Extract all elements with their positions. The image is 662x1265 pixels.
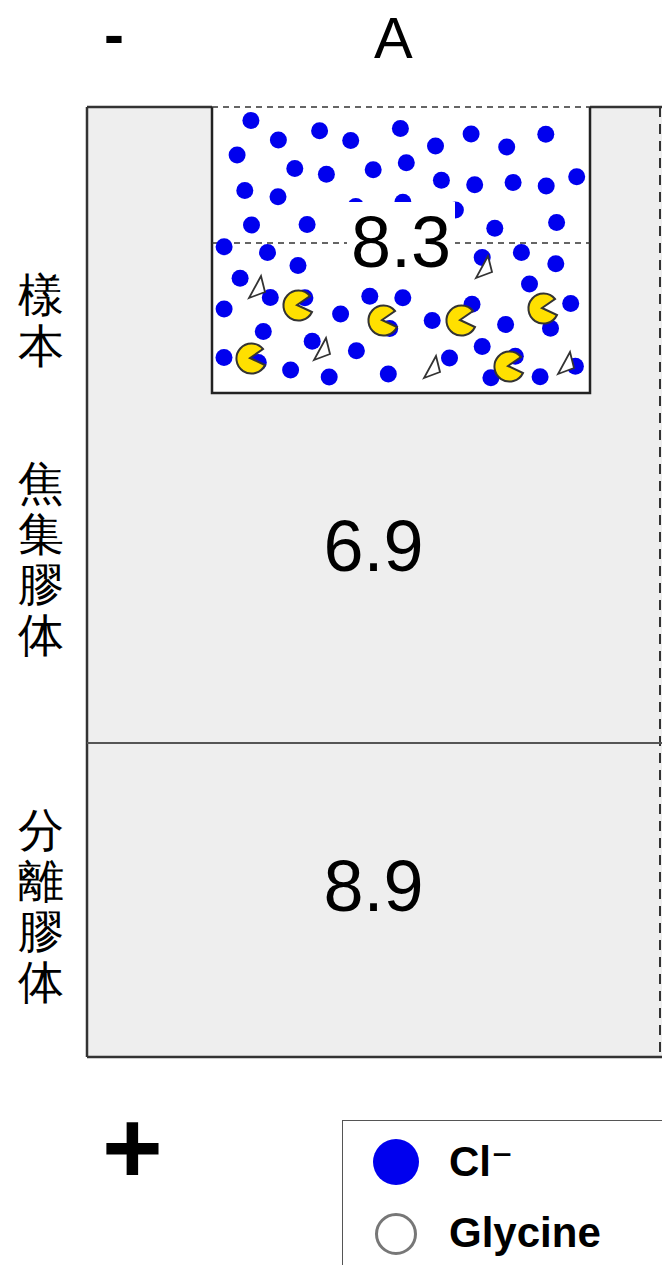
chloride-ion bbox=[513, 244, 530, 261]
gel-region: 6.9 bbox=[87, 393, 660, 743]
chloride-ion bbox=[259, 244, 276, 261]
chloride-ion bbox=[318, 166, 335, 183]
chloride-ion bbox=[236, 182, 253, 199]
gel-edge bbox=[87, 106, 212, 109]
chloride-ion bbox=[365, 161, 382, 178]
protein bbox=[249, 276, 265, 298]
chloride-ion bbox=[392, 120, 409, 137]
chloride-ion bbox=[474, 338, 491, 355]
buffer-line bbox=[212, 106, 590, 108]
chloride-ion bbox=[505, 174, 522, 191]
chloride-ion bbox=[547, 255, 564, 272]
chloride-ion bbox=[394, 289, 411, 306]
sample-well bbox=[212, 107, 590, 393]
ph-value: 8.9 bbox=[319, 846, 427, 926]
chloride-ion bbox=[255, 323, 272, 340]
gel-edge bbox=[659, 107, 661, 1057]
chloride-ion bbox=[380, 366, 397, 383]
protein bbox=[314, 338, 330, 360]
protein bbox=[476, 256, 492, 278]
chloride-ion bbox=[299, 216, 316, 233]
chloride-ion bbox=[270, 132, 287, 149]
chloride-ion bbox=[441, 349, 458, 366]
chloride-ion bbox=[521, 275, 538, 292]
chloride-ion bbox=[433, 172, 450, 189]
panel-letter: A bbox=[374, 6, 413, 70]
chloride-ion bbox=[243, 217, 260, 234]
gel-boundary bbox=[87, 742, 662, 744]
chloride-ion bbox=[321, 369, 338, 386]
protein bbox=[236, 344, 265, 374]
chloride-ion bbox=[216, 238, 233, 255]
chloride-ion bbox=[270, 188, 287, 205]
chloride-ion bbox=[332, 306, 349, 323]
chloride-ion bbox=[562, 295, 579, 312]
legend-text: Cl⁻ bbox=[449, 1137, 513, 1186]
chloride-ion bbox=[304, 333, 321, 350]
chloride-ions bbox=[216, 112, 586, 386]
chloride-ion bbox=[311, 122, 328, 139]
chloride-ion bbox=[537, 126, 554, 143]
gel-edge bbox=[590, 106, 662, 109]
protein bbox=[368, 306, 397, 336]
chloride-ion bbox=[532, 368, 549, 385]
gel-body bbox=[87, 107, 662, 1057]
chloride-ion bbox=[568, 168, 585, 185]
polarity-sign: - bbox=[104, 2, 124, 68]
legend-box: Cl⁻ Glycine bbox=[342, 1120, 662, 1265]
protein bbox=[494, 352, 523, 382]
legend-symbol bbox=[375, 1213, 417, 1255]
well-wall bbox=[212, 107, 590, 393]
chloride-ion bbox=[232, 270, 249, 287]
chloride-ion bbox=[498, 138, 515, 155]
chloride-ion bbox=[282, 361, 299, 378]
chloride-ion bbox=[424, 312, 441, 329]
ph-value: 8.3 bbox=[347, 202, 455, 282]
protein bbox=[558, 352, 574, 374]
gel-edge bbox=[86, 107, 89, 1057]
polarity-sign: + bbox=[102, 1090, 163, 1204]
chloride-ion bbox=[486, 220, 503, 237]
section-label: 分離膠体 bbox=[18, 805, 64, 1007]
section-label: 樣本 bbox=[18, 270, 64, 371]
protein bbox=[528, 294, 557, 324]
protein bbox=[424, 356, 440, 378]
legend-swatch bbox=[373, 1139, 419, 1185]
chloride-ion bbox=[242, 112, 259, 129]
chloride-ion bbox=[463, 125, 480, 142]
ph-value-row: 8.3 bbox=[212, 201, 590, 283]
ph-value-row: 8.9 bbox=[87, 845, 660, 927]
legend-text: Glycine bbox=[449, 1209, 601, 1257]
legend-row: Cl⁻ bbox=[343, 1131, 662, 1191]
section-label: 焦集膠体 bbox=[18, 458, 64, 660]
gel-edge bbox=[87, 1056, 662, 1059]
chloride-ion bbox=[497, 316, 514, 333]
chloride-ion bbox=[538, 178, 555, 195]
gel-region: 8.9 bbox=[87, 743, 660, 1057]
chloride-ion bbox=[286, 160, 303, 177]
chloride-ion bbox=[348, 342, 365, 359]
chloride-ion bbox=[398, 154, 415, 171]
chloride-ion bbox=[427, 137, 444, 154]
ph-value: 6.9 bbox=[319, 506, 427, 586]
ph-value-row: 6.9 bbox=[87, 505, 660, 587]
legend-row: Glycine bbox=[343, 1203, 662, 1263]
chloride-ion bbox=[466, 176, 483, 193]
chloride-ion bbox=[290, 257, 307, 274]
protein bbox=[446, 306, 475, 336]
chloride-ion bbox=[342, 132, 359, 149]
gel-region: 8.3 bbox=[212, 107, 590, 393]
chloride-ion bbox=[548, 214, 565, 231]
protein bbox=[283, 291, 312, 321]
chloride-ion bbox=[361, 288, 378, 305]
chloride-ion bbox=[216, 301, 233, 318]
chloride-ion bbox=[216, 349, 233, 366]
chloride-ion bbox=[229, 147, 246, 164]
